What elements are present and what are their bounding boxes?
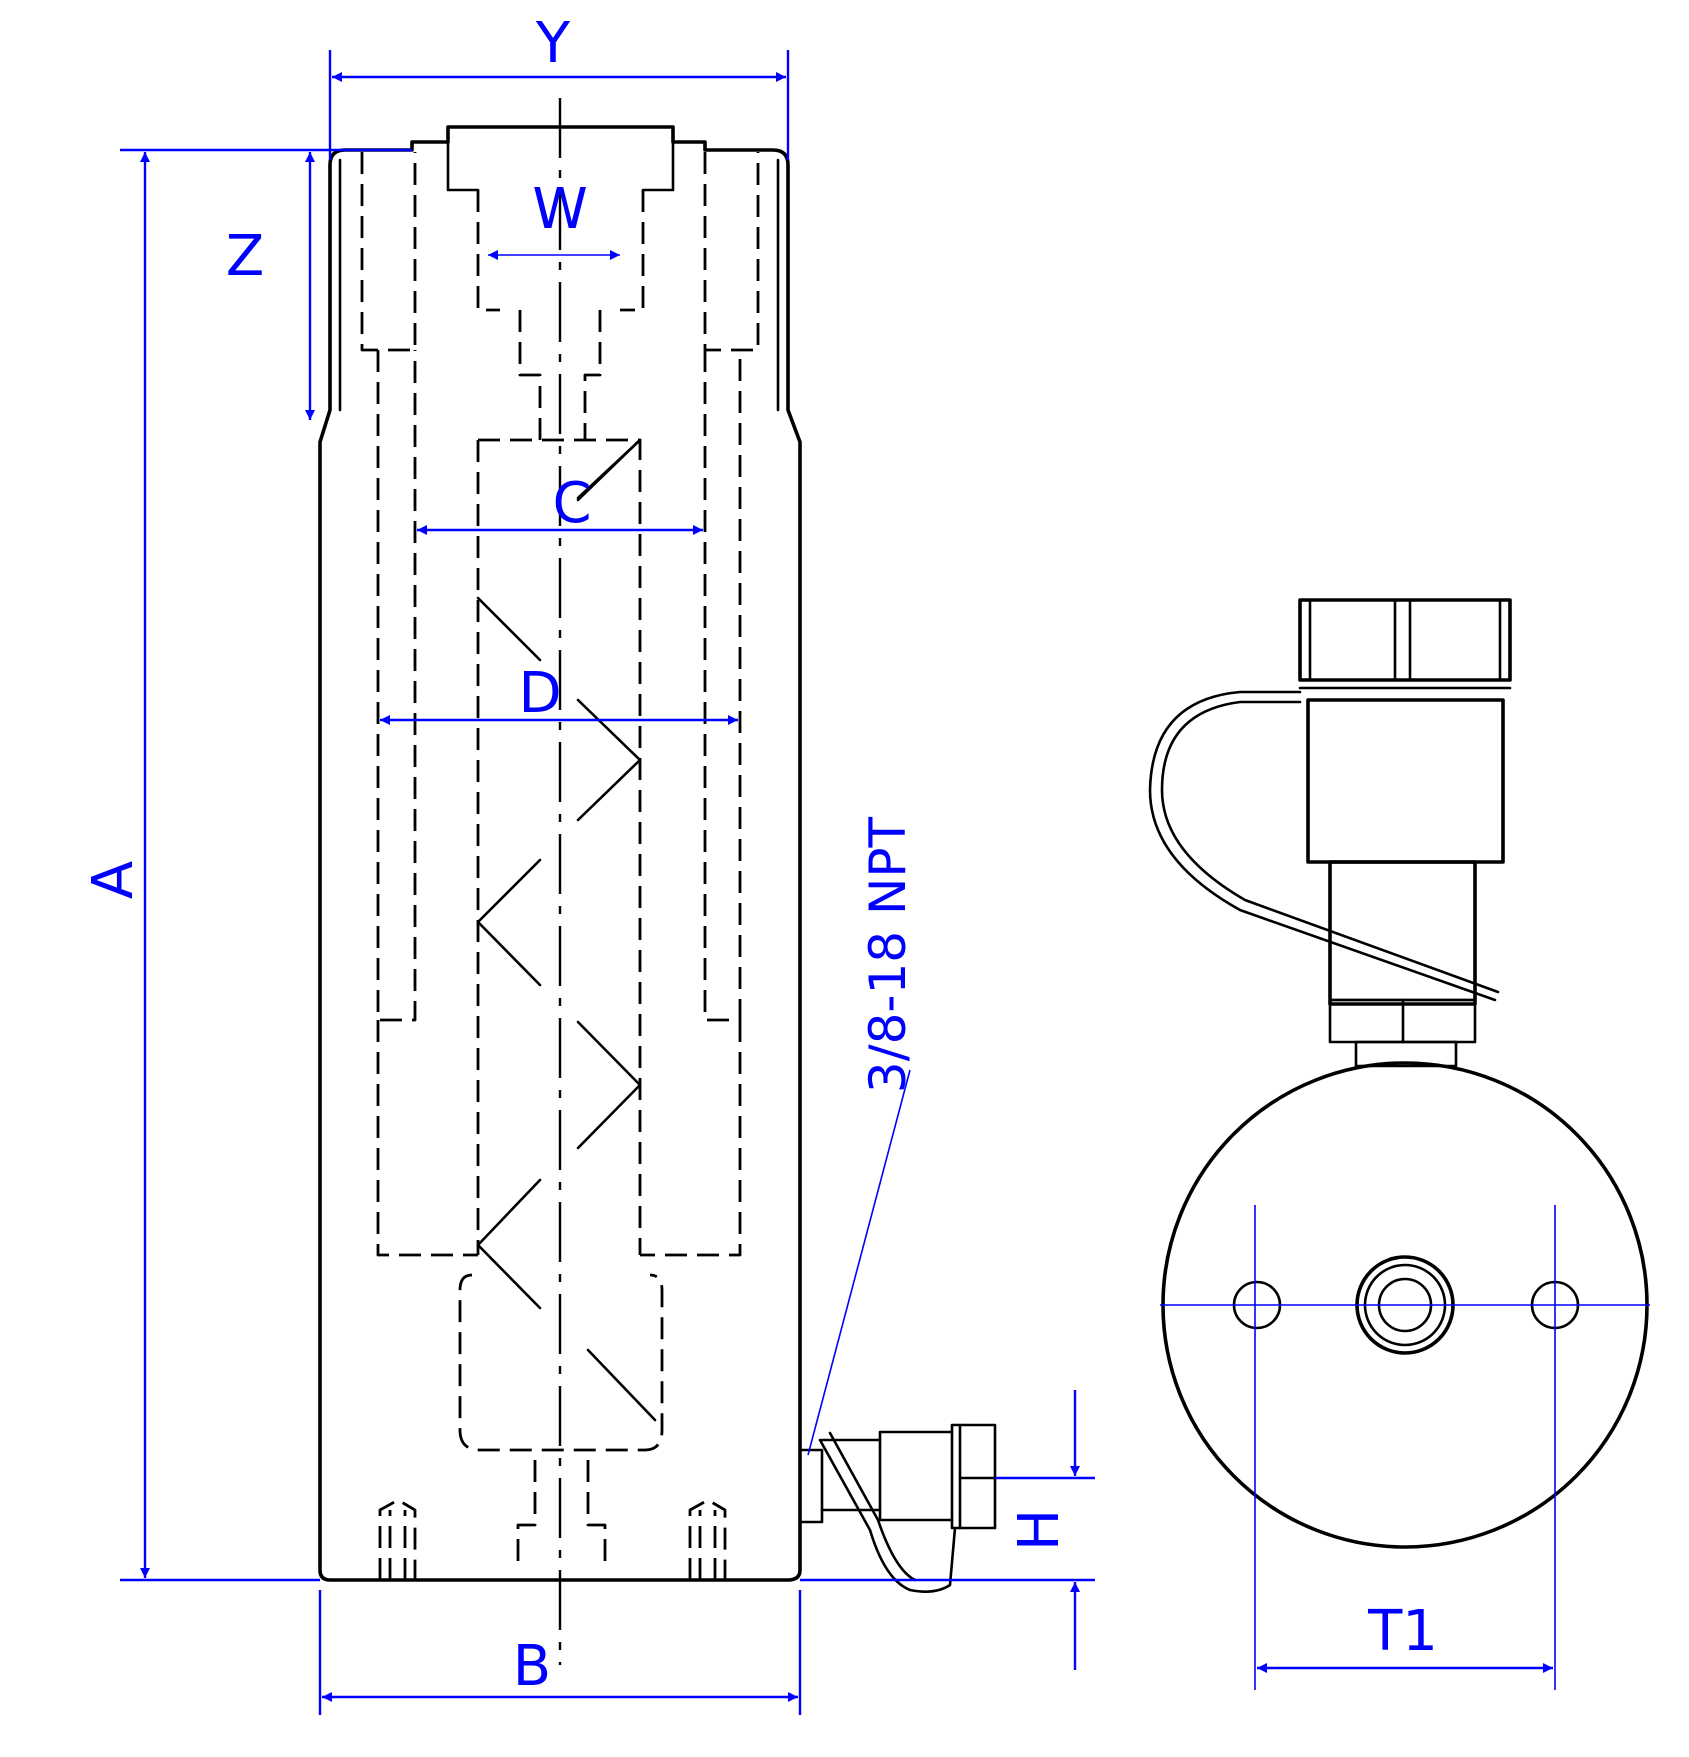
side-view bbox=[1148, 598, 1649, 1549]
label-c: C bbox=[552, 471, 591, 536]
coupler-icon bbox=[798, 1423, 997, 1593]
spring-zigzag-lines bbox=[476, 438, 657, 1422]
dust-cap-icon bbox=[818, 1431, 957, 1593]
label-y: Y bbox=[535, 11, 571, 76]
dimensions bbox=[120, 50, 1650, 1715]
side-coupler-stem bbox=[1328, 860, 1477, 1006]
mount-hole-right bbox=[688, 1498, 727, 1580]
base-plug bbox=[516, 1460, 607, 1570]
label-d: D bbox=[518, 661, 561, 726]
front-view bbox=[318, 98, 802, 1665]
label-port-thread: 3/8-18 NPT bbox=[859, 816, 917, 1093]
label-z: Z bbox=[226, 224, 264, 289]
port-leader-line bbox=[807, 1069, 911, 1456]
side-dust-cap-strap bbox=[1148, 690, 1500, 1002]
port-boss bbox=[798, 1448, 824, 1524]
label-t1: T1 bbox=[1367, 1599, 1438, 1664]
mount-hole-left bbox=[378, 1498, 417, 1580]
piston-skirt bbox=[458, 1273, 664, 1452]
gland-right-hidden bbox=[703, 152, 760, 352]
side-stem-neck bbox=[1354, 1040, 1458, 1068]
side-coupler-body bbox=[1306, 698, 1505, 864]
ram-left-wall bbox=[376, 350, 417, 1022]
side-coupler-cap bbox=[1298, 598, 1512, 682]
dimension-labels: Y W Z C D A B H T1 3/8-18 NPT bbox=[81, 11, 1438, 1699]
label-w: W bbox=[532, 177, 587, 242]
gland-left-hidden bbox=[360, 152, 417, 352]
coupler-body bbox=[820, 1423, 997, 1530]
saddle-outline bbox=[446, 125, 675, 192]
label-h: H bbox=[1007, 1509, 1072, 1551]
ram-right-wall bbox=[703, 350, 742, 1022]
label-b: B bbox=[513, 1634, 551, 1699]
ram-bore-outline bbox=[376, 1020, 742, 1257]
label-a: A bbox=[81, 861, 146, 899]
